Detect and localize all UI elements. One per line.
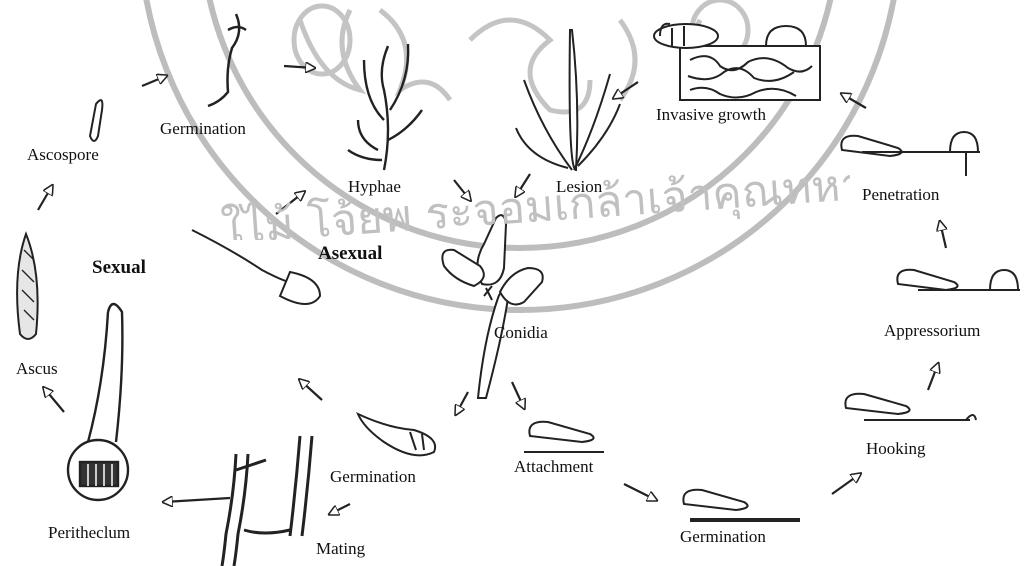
arrow-ascospore-up	[38, 186, 52, 210]
arrow-germ-to-mating	[330, 504, 350, 514]
label-perithecium: Peritheclum	[48, 524, 130, 541]
invasive-growth-illustration	[654, 24, 820, 100]
arrow-perithecium-to-ascus	[44, 388, 64, 412]
label-asexual: Asexual	[318, 244, 382, 263]
arrow-to-germination-top	[142, 76, 166, 86]
germinating-spore-top	[208, 14, 246, 106]
label-hooking: Hooking	[866, 440, 926, 457]
label-germination-top: Germination	[160, 120, 246, 137]
label-attachment: Attachment	[514, 458, 593, 475]
label-lesion: Lesion	[556, 178, 602, 195]
mating-hyphae-illustration	[222, 436, 312, 566]
label-invasive-growth: Invasive growth	[656, 106, 766, 123]
lesion-illustration	[516, 30, 620, 170]
ascospore-illustration	[90, 100, 102, 141]
arrow-attachment-to-germ	[624, 484, 656, 500]
arrow-germ-to-hooking	[832, 474, 860, 494]
penetration-illustration	[841, 132, 980, 176]
arrow-hooking-to-appressorium	[928, 364, 938, 390]
attachment-illustration	[524, 422, 604, 452]
germinating-conidium-bottom	[683, 490, 800, 520]
label-conidia: Conidia	[494, 324, 548, 341]
arrow-conidia-to-germination	[456, 392, 468, 414]
conidia-illustration	[442, 215, 542, 398]
ascus-illustration	[17, 234, 38, 339]
label-appressorium: Appressorium	[884, 322, 980, 339]
svg-text:ใไม้ โจ้ยพ ระจอมเกล้าเจ้าคุณทห: ใไม้ โจ้ยพ ระจอมเกล้าเจ้าคุณทหาร	[219, 160, 850, 240]
germinating-spore-left	[192, 230, 320, 304]
arrow-mating-to-perithecium	[164, 498, 230, 502]
arrow-penetration-to-invasive	[842, 94, 866, 108]
arrow-to-germ-spore	[300, 380, 322, 400]
appressorium-illustration	[897, 270, 1020, 290]
arrow-conidia-to-attachment	[512, 382, 524, 408]
label-mating: Mating	[316, 540, 365, 557]
arrow-germ-to-hyphae	[284, 66, 314, 68]
perithecium-illustration	[68, 304, 128, 500]
label-hyphae: Hyphae	[348, 178, 401, 195]
label-ascospore: Ascospore	[27, 146, 99, 163]
label-ascus: Ascus	[16, 360, 58, 377]
label-germination-bottom-right: Germination	[680, 528, 766, 545]
label-sexual: Sexual	[92, 258, 146, 277]
watermark-lettering: ใไม้ โจ้ยพ ระจอมเกล้าเจ้าคุณทหาร	[210, 160, 850, 240]
arrow-invasive-to-lesion	[614, 82, 638, 98]
arrow-appressorium-to-penetration	[940, 222, 946, 248]
hyphae-illustration	[348, 44, 422, 170]
germinating-spore-bottom	[358, 414, 435, 455]
label-penetration: Penetration	[862, 186, 939, 203]
hooking-illustration	[845, 394, 976, 420]
label-germination-bottom-mid: Germination	[330, 468, 416, 485]
